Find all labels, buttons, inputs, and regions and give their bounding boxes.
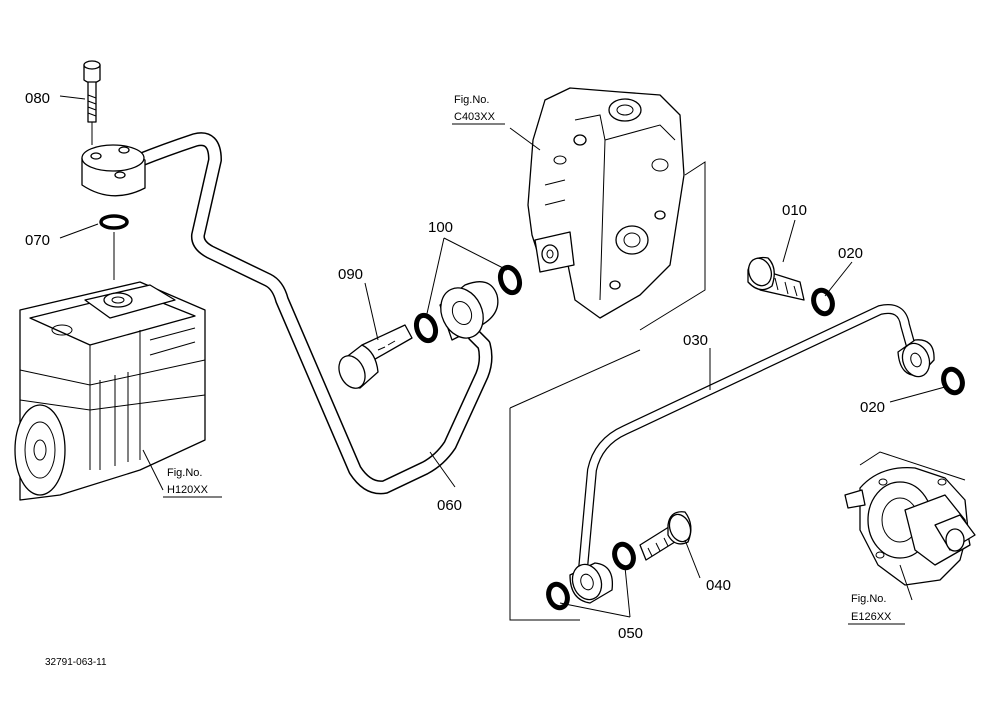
leader-lines (59, 95, 946, 618)
washer-050-left[interactable] (545, 581, 570, 611)
callout-020-bottom: 020 (860, 399, 885, 416)
washer-100-right[interactable] (497, 264, 523, 296)
pipe-030[interactable] (568, 304, 935, 604)
banjo-bolt-010[interactable] (745, 255, 805, 301)
washer-100-left[interactable] (413, 312, 439, 344)
callout-070: 070 (25, 232, 50, 249)
ref-h120-line2: H120XX (167, 484, 209, 496)
callout-090: 090 (338, 266, 363, 283)
engine-fitting[interactable] (844, 467, 976, 586)
ref-e126-line2: E126XX (851, 611, 892, 623)
reference-lines (91, 122, 966, 621)
washer-020-bottom[interactable] (940, 366, 965, 396)
bolt-080[interactable] (83, 60, 101, 123)
drawing-code: 32791-063-11 (45, 657, 107, 668)
callout-030: 030 (683, 332, 708, 349)
o-ring-070[interactable] (99, 214, 129, 230)
ref-h120-line1: Fig.No. (167, 467, 202, 479)
callout-100: 100 (428, 219, 453, 236)
washer-020-top[interactable] (810, 287, 835, 317)
callout-020-top: 020 (838, 245, 863, 262)
ref-c403-line1: Fig.No. (454, 94, 489, 106)
banjo-bolt-040[interactable] (639, 511, 694, 561)
banjo-bolt-090[interactable] (334, 324, 413, 392)
tube-060[interactable] (81, 132, 499, 495)
callout-010: 010 (782, 202, 807, 219)
callout-080: 080 (25, 90, 50, 107)
hydraulic-pump[interactable] (14, 281, 206, 501)
callout-050: 050 (618, 625, 643, 642)
callout-060: 060 (437, 497, 462, 514)
ref-c403-line2: C403XX (454, 111, 496, 123)
control-valve[interactable] (527, 87, 685, 319)
washer-050-right[interactable] (611, 541, 636, 571)
ref-e126-line1: Fig.No. (851, 593, 886, 605)
callout-040: 040 (706, 577, 731, 594)
